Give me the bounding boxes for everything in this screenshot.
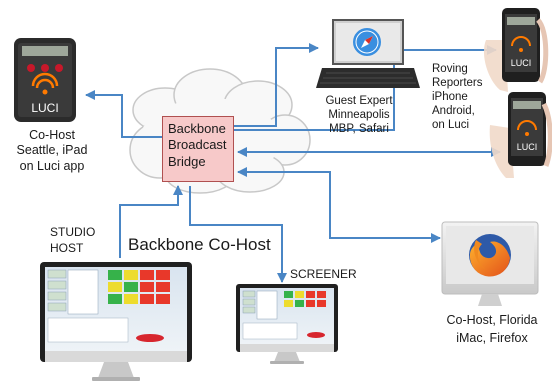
guest-expert-label: Guest Expert Minneapolis MBP, Safari [325, 95, 393, 136]
bridge-label-line-3: Bridge [168, 153, 206, 169]
studio-host-label: STUDIO HOST [50, 225, 96, 256]
screener-label: SCREENER [290, 267, 357, 281]
arrow-to-ipad [85, 90, 162, 138]
imac-firefox-icon [441, 221, 539, 306]
ipad-icon: LUCI [14, 38, 76, 122]
cohost-florida-label: Co-Host, Florida iMac, Firefox [446, 313, 538, 345]
luci-logo-text: LUCI [511, 58, 532, 68]
laptop-safari-icon [316, 19, 420, 88]
arrow-to-laptop [234, 43, 319, 127]
phone-icon: LUCI [489, 92, 552, 178]
bridge-label-line-1: Backbone [168, 121, 226, 136]
imac-studio-icon [40, 262, 192, 381]
arrow-to-phone-top [234, 45, 497, 131]
imac-screener-icon [236, 284, 338, 364]
luci-logo-text: LUCI [31, 101, 58, 115]
connection-arrows [85, 43, 501, 283]
arrow-to-studio-host [119, 185, 183, 258]
phone-icon: LUCI [483, 8, 549, 92]
backbone-broadcast-bridge-box: Backbone Broadcast Bridge [162, 116, 234, 182]
arrow-to-imac-florida [237, 167, 441, 243]
luci-logo-text: LUCI [517, 142, 538, 152]
arrow-to-screener [189, 186, 287, 283]
bridge-label-line-2: Broadcast [168, 137, 227, 153]
roving-reporters-label: Roving Reporters iPhone Android, on Luci [432, 63, 483, 132]
backbone-cohost-label: Backbone Co-Host [128, 235, 271, 254]
cohost-seattle-label: Co-Host Seattle, iPad on Luci app [16, 128, 88, 173]
